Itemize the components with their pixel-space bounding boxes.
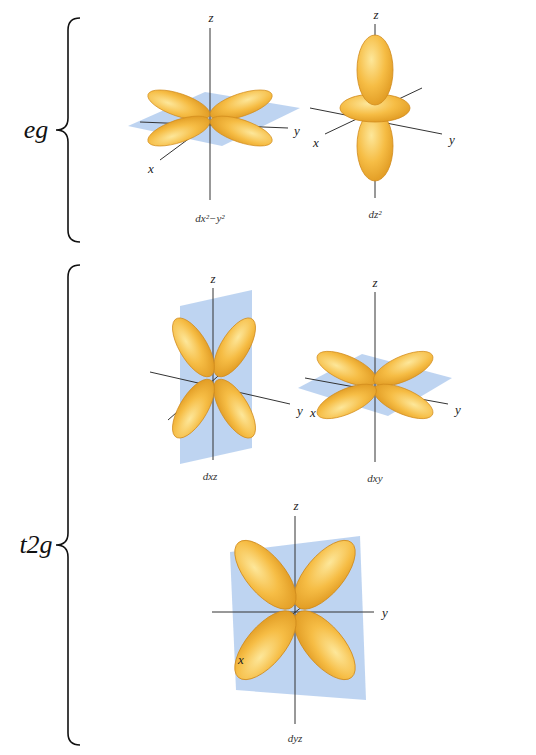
axis-label: y xyxy=(294,124,300,137)
group-label: eg xyxy=(24,117,49,143)
orbital-name: dxy xyxy=(367,473,382,484)
axis-label: x xyxy=(238,653,244,666)
axis-label: z xyxy=(372,276,377,289)
orbital-dx2y2 xyxy=(128,28,300,200)
axis-label: z xyxy=(208,11,213,24)
axis-label: y xyxy=(455,403,461,416)
axis-label: y xyxy=(449,133,455,146)
axis-label: x xyxy=(148,162,154,175)
orbital-dz2 xyxy=(310,24,442,198)
axis-label: x xyxy=(313,136,319,149)
orbital-dxy xyxy=(298,292,452,462)
axis-label: z xyxy=(293,499,298,512)
orbital-dyz xyxy=(212,516,374,724)
axis-label: y xyxy=(382,606,388,619)
orbital-name: dz² xyxy=(368,209,381,220)
orbital-dxz xyxy=(150,288,290,464)
group-brace xyxy=(56,18,80,242)
orbital-name: dyz xyxy=(288,733,303,744)
axis-label: z xyxy=(210,272,215,285)
orbital-name: dx²−y² xyxy=(195,213,224,224)
orbital-name: dxz xyxy=(203,471,218,482)
group-label: t2g xyxy=(19,532,52,558)
axis-label: x xyxy=(310,406,316,419)
axis-label: y xyxy=(297,404,303,417)
group-brace xyxy=(56,265,80,745)
axis-label: z xyxy=(373,8,378,21)
